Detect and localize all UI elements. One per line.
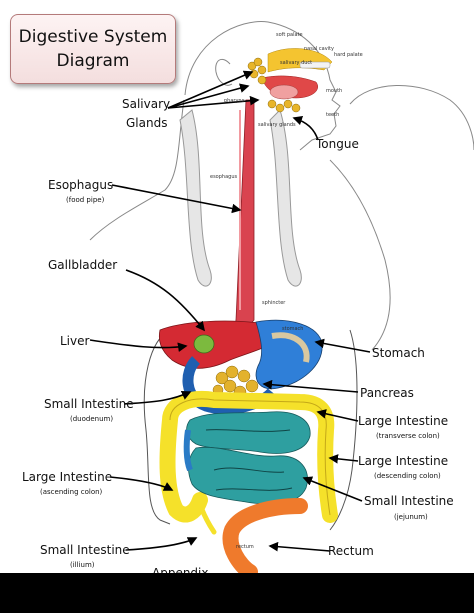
label-small-intestine-1-note: (duodenum) bbox=[70, 415, 114, 423]
label-small-intestine-2-note: (jejunum) bbox=[394, 513, 428, 521]
label-small-intestine-3: Small Intestine bbox=[40, 543, 130, 557]
esophagus-tube bbox=[233, 99, 255, 333]
label-gallbladder: Gallbladder bbox=[48, 258, 118, 272]
label-large-intestine-3-note: (ascending colon) bbox=[40, 488, 103, 496]
label-small-intestine-3-note: (illium) bbox=[70, 561, 95, 569]
rectum bbox=[222, 498, 308, 580]
label-salivary: Salivary bbox=[122, 97, 171, 111]
body-outline bbox=[89, 21, 474, 351]
pancreas bbox=[212, 365, 259, 399]
label-large-intestine-1: Large Intestine bbox=[358, 414, 449, 428]
small-label-stomach: stomach bbox=[282, 326, 304, 332]
small-label-hard-palate: hard palate bbox=[334, 52, 363, 58]
label-large-intestine-1-note: (transverse colon) bbox=[376, 432, 440, 440]
appendix bbox=[197, 501, 217, 535]
label-tongue: Tongue bbox=[316, 137, 359, 151]
label-esophagus: Esophagus bbox=[48, 178, 114, 192]
hair-braids bbox=[179, 109, 302, 287]
small-label-rectum: rectum bbox=[236, 544, 254, 550]
label-liver: Liver bbox=[60, 334, 90, 348]
small-label-mouth: mouth bbox=[326, 88, 343, 94]
small-label-esophagus: esophagus bbox=[210, 174, 238, 180]
label-stomach: Stomach bbox=[372, 346, 425, 360]
label-pancreas: Pancreas bbox=[360, 386, 414, 400]
small-intestine bbox=[186, 411, 311, 505]
small-label-salivary-glands: salivary glands bbox=[258, 122, 296, 128]
title-line-1: Digestive System bbox=[18, 27, 168, 47]
small-label-pharynx: pharynx bbox=[224, 98, 245, 104]
bottom-black-bar bbox=[0, 573, 474, 613]
label-rectum: Rectum bbox=[328, 544, 374, 558]
label-small-intestine-2: Small Intestine bbox=[364, 494, 454, 508]
pointer-lines bbox=[89, 70, 371, 552]
title-line-2: Diagram bbox=[56, 51, 130, 71]
label-large-intestine-3: Large Intestine bbox=[22, 470, 113, 484]
label-esophagus-note: (food pipe) bbox=[66, 196, 105, 204]
small-label-soft-palate: soft palate bbox=[276, 32, 303, 38]
small-label-nasal-cavity: nasal cavity bbox=[304, 46, 334, 52]
small-label-teeth: teeth bbox=[326, 112, 340, 118]
small-label-sphincter: sphincter bbox=[262, 300, 286, 306]
small-label-salivary-duct: salivary duct bbox=[280, 60, 313, 66]
label-glands: Glands bbox=[126, 116, 168, 130]
mouth-region bbox=[247, 48, 333, 113]
label-large-intestine-2: Large Intestine bbox=[358, 454, 449, 468]
title-box: Digestive System Diagram bbox=[10, 14, 176, 84]
gallbladder bbox=[193, 334, 215, 354]
label-large-intestine-2-note: (descending colon) bbox=[374, 472, 441, 480]
label-small-intestine-1: Small Intestine bbox=[44, 397, 134, 411]
